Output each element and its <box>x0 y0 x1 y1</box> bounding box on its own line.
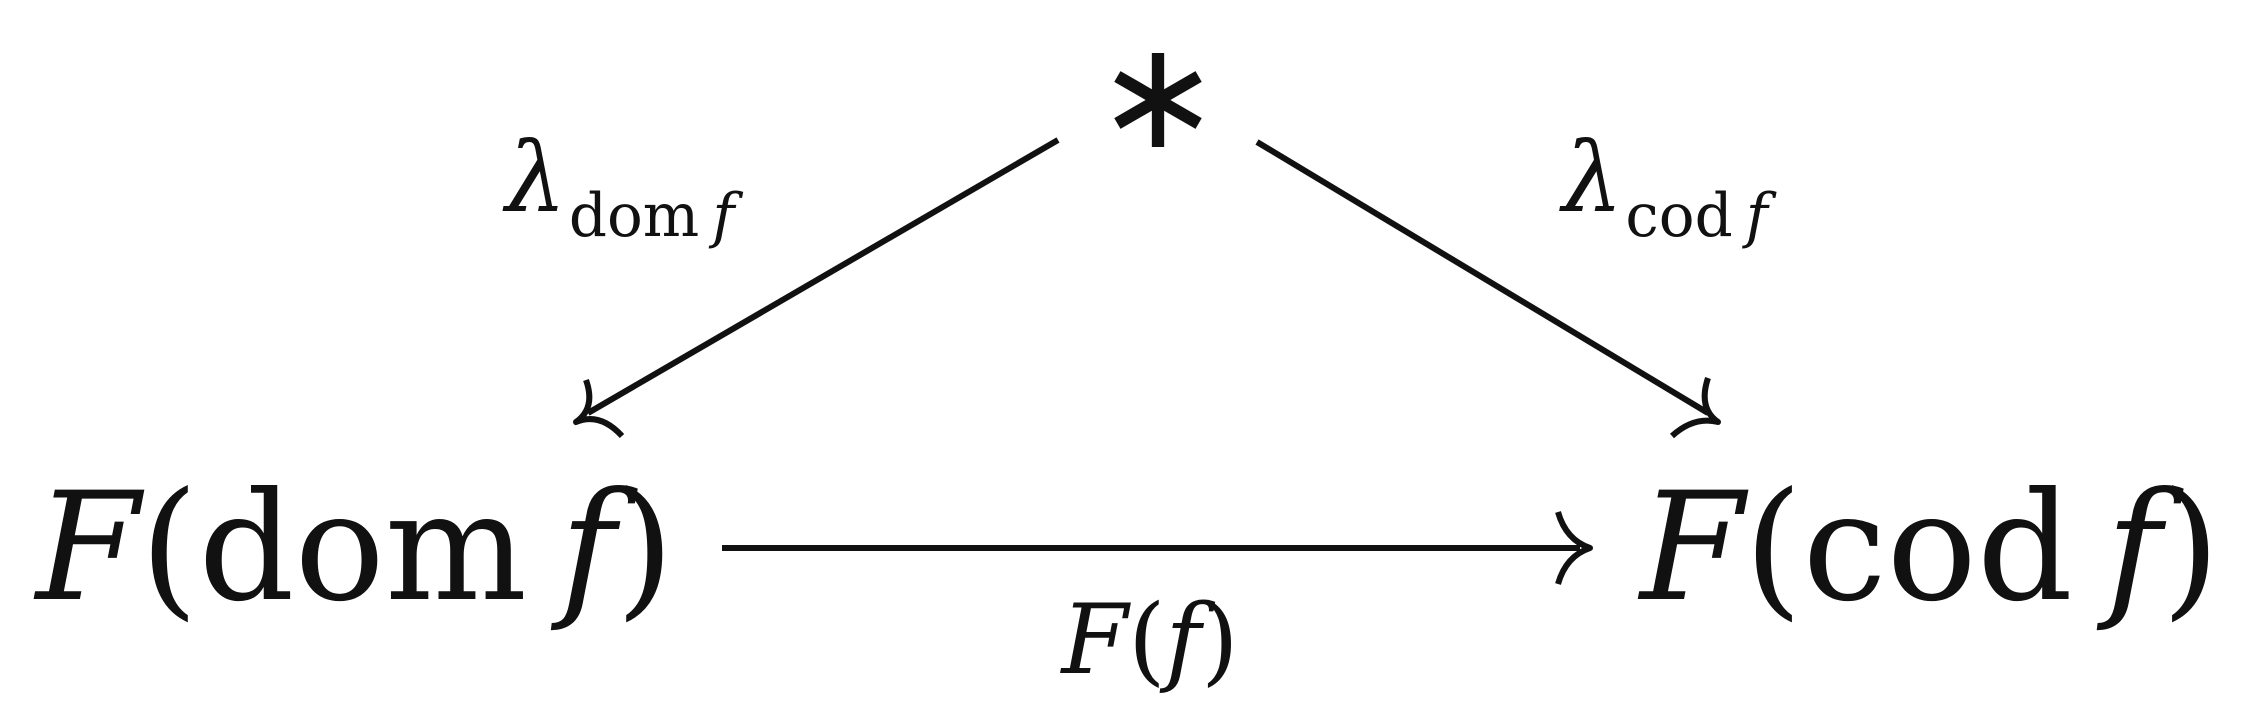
node-star: ∗ <box>1095 21 1221 171</box>
node-star-symbol: ∗ <box>1095 9 1221 183</box>
label-lambda-cod-sub-op: cod <box>1625 181 1733 251</box>
node-F-cod-f-functor: F <box>1639 461 1745 635</box>
label-F-f-open-paren: ( <box>1128 584 1166 696</box>
arrow-lambda-cod <box>1255 139 1721 439</box>
node-F-cod-f-open-paren: ( <box>1744 461 1803 635</box>
arrow-lambda-cod-head <box>1669 377 1721 439</box>
arrow-lambda-dom-head <box>573 378 625 439</box>
node-F-cod-f-close-paren: ) <box>2161 461 2221 635</box>
label-F-f-close-paren: ) <box>1201 584 1239 696</box>
arrow-F-f-head <box>1555 511 1593 585</box>
node-F-dom-f-functor: F <box>35 461 140 635</box>
node-F-cod-f-arg: f <box>2105 461 2162 635</box>
label-lambda-dom-sub-arg: f <box>712 181 735 251</box>
arrow-lambda-dom <box>573 137 1060 439</box>
label-F-f: F(f) <box>1061 592 1238 688</box>
arrow-lambda-cod-shaft <box>1255 139 1710 416</box>
node-F-dom-f-close-paren: ) <box>615 461 675 635</box>
label-F-f-arg: f <box>1165 584 1202 696</box>
label-lambda-cod-sub-arg: f <box>1745 181 1768 251</box>
label-lambda-dom-sub-op: dom <box>568 181 700 251</box>
node-F-dom-f-open-paren: ( <box>139 461 199 635</box>
arrow-F-f <box>722 511 1593 585</box>
node-F-dom-f-op: dom <box>198 461 528 635</box>
label-lambda-cod-symbol: λ <box>1562 122 1624 234</box>
label-F-f-functor: F <box>1061 584 1129 696</box>
node-F-dom-f-arg: f <box>560 461 616 635</box>
node-F-cod-f-op: cod <box>1802 461 2073 635</box>
arrow-lambda-dom-shaft <box>586 137 1060 416</box>
label-lambda-dom-symbol: λ <box>505 122 567 234</box>
